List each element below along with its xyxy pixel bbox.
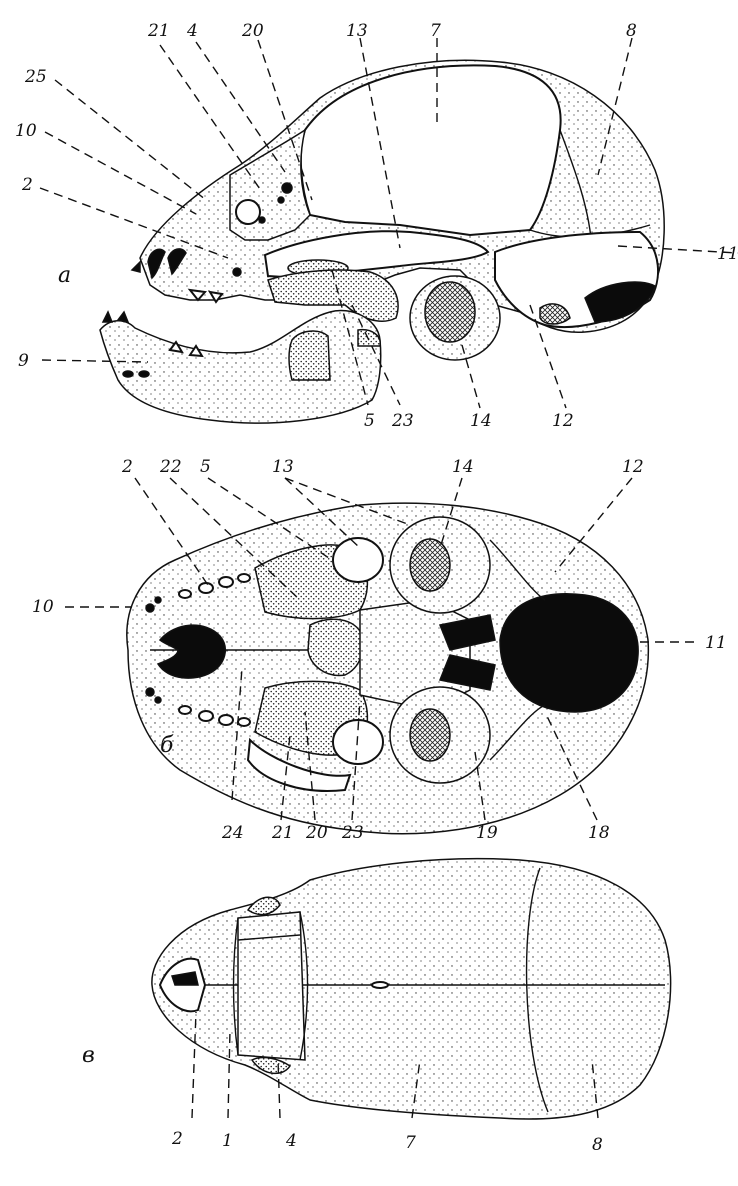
label-4: 4 — [186, 21, 198, 41]
label-14: 14 — [470, 411, 492, 431]
label-2: 2 — [21, 175, 33, 195]
skull-dorsal-outline — [152, 859, 671, 1119]
label-c-4: 4 — [285, 1131, 297, 1151]
mandible — [100, 310, 381, 423]
label-20: 20 — [241, 21, 264, 41]
label-b-19: 19 — [476, 823, 498, 843]
view-label-a: a — [58, 263, 71, 288]
label-21: 21 — [147, 21, 170, 41]
label-8: 8 — [626, 21, 637, 41]
auditory-meatus — [425, 282, 475, 342]
ventral-view: 2 22 5 13 14 12 10 11 24 21 20 23 19 18 … — [32, 457, 727, 843]
label-b-13: 13 — [272, 457, 294, 477]
label-10: 10 — [15, 121, 37, 141]
label-b-10: 10 — [32, 597, 54, 617]
label-5: 5 — [364, 411, 375, 431]
label-b-22: 22 — [159, 457, 182, 477]
label-7: 7 — [430, 21, 441, 41]
label-c-8: 8 — [592, 1135, 603, 1155]
label-b-21: 21 — [271, 823, 294, 843]
label-b-12: 12 — [622, 457, 644, 477]
label-c-1: 1 — [222, 1131, 233, 1151]
label-11: 11 — [717, 244, 738, 264]
label-b-24: 24 — [221, 823, 244, 843]
label-b-14: 14 — [452, 457, 474, 477]
label-c-7: 7 — [405, 1133, 416, 1153]
label-23: 23 — [391, 411, 414, 431]
dorsal-view: 2 1 4 7 8 в — [82, 859, 671, 1155]
view-label-b: б — [160, 733, 174, 758]
label-b-5: 5 — [200, 457, 211, 477]
label-b-20: 20 — [305, 823, 328, 843]
lateral-view: 21 4 20 13 7 8 25 10 2 11 9 5 23 14 12 a — [15, 21, 738, 431]
label-c-2: 2 — [171, 1129, 183, 1149]
frontal-plate — [238, 912, 305, 1060]
label-b-18: 18 — [588, 823, 610, 843]
label-b-2: 2 — [121, 457, 133, 477]
label-b-11: 11 — [705, 633, 727, 653]
label-13: 13 — [346, 21, 368, 41]
label-12: 12 — [552, 411, 574, 431]
view-label-c: в — [82, 1043, 95, 1068]
label-b-23: 23 — [341, 823, 364, 843]
label-9: 9 — [18, 351, 29, 371]
label-25: 25 — [24, 67, 47, 87]
